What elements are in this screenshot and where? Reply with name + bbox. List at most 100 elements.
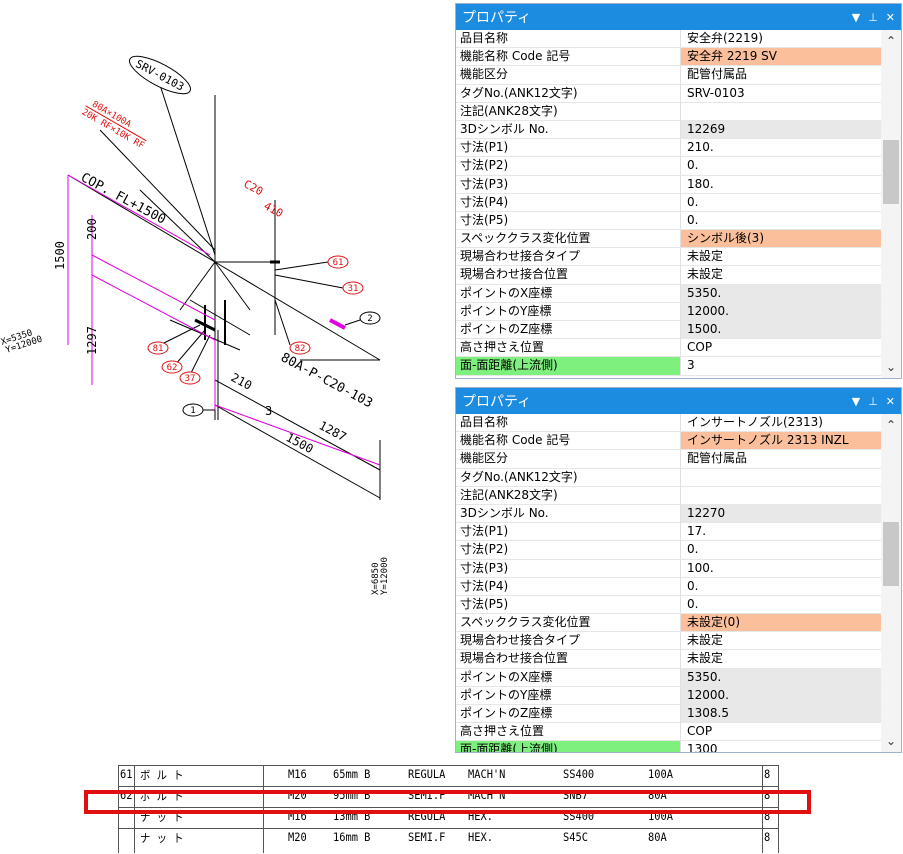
property-value[interactable]: 0. [687, 542, 699, 557]
property-name: 現場合わせ接合位置 [456, 650, 681, 668]
property-row[interactable]: 機能名称 Code 記号インサートノズル 2313 INZL [456, 432, 881, 451]
close-icon[interactable]: ✕ [885, 394, 895, 408]
property-row[interactable]: 注記(ANK28文字) [456, 102, 881, 121]
property-row[interactable]: タグNo.(ANK12文字) [456, 468, 881, 487]
property-value[interactable]: インサートノズル 2313 INZL [681, 432, 881, 450]
property-value[interactable] [681, 487, 881, 504]
property-value[interactable]: 0. [687, 194, 699, 209]
property-value[interactable]: 12270 [681, 504, 881, 523]
property-row[interactable]: 寸法(P3)100. [456, 559, 881, 578]
property-row[interactable]: スペッククラス変化位置シンボル後(3) [456, 230, 881, 249]
property-value[interactable]: 配管付属品 [687, 67, 748, 82]
property-value[interactable]: 180. [687, 176, 714, 191]
property-name: 機能区分 [456, 66, 681, 84]
property-value[interactable]: 12000. [681, 686, 881, 704]
scroll-up-icon[interactable]: ⌃ [885, 418, 897, 432]
property-row[interactable]: スペッククラス変化位置未設定(0) [456, 614, 881, 633]
property-value[interactable]: 12000. [681, 302, 881, 320]
scroll-up-icon[interactable]: ⌃ [885, 34, 897, 48]
property-row[interactable]: 寸法(P2)0. [456, 541, 881, 560]
table-cell: 8 [764, 788, 771, 802]
property-row[interactable]: 面-面距離(上流側)3 [456, 357, 881, 376]
property-value[interactable]: 安全弁 2219 SV [681, 48, 881, 66]
property-value[interactable] [681, 103, 881, 120]
property-value[interactable] [681, 469, 881, 486]
scrollbar[interactable]: ⌃ ⌄ [881, 30, 901, 378]
property-value[interactable]: 12269 [681, 120, 881, 139]
scroll-down-icon[interactable]: ⌄ [885, 360, 897, 374]
property-row[interactable]: 寸法(P3)180. [456, 175, 881, 194]
property-value[interactable]: 未設定 [687, 651, 724, 666]
property-row[interactable]: 品目名称インサートノズル(2313) [456, 414, 881, 433]
scrollbar[interactable]: ⌃ ⌄ [881, 414, 901, 752]
property-row[interactable]: 寸法(P4)0. [456, 193, 881, 212]
property-value[interactable]: シンボル後(3) [681, 230, 881, 248]
property-row[interactable]: 品目名称安全弁(2219) [456, 30, 881, 49]
scroll-down-icon[interactable]: ⌄ [885, 734, 897, 748]
scroll-thumb[interactable] [883, 522, 899, 586]
property-value[interactable]: 3 [687, 358, 695, 373]
property-value[interactable]: 210. [687, 140, 714, 155]
property-row[interactable]: 寸法(P1)17. [456, 523, 881, 542]
property-value[interactable]: 100. [687, 560, 714, 575]
property-row[interactable]: 寸法(P4)0. [456, 577, 881, 596]
tag-62-label: 62 [167, 363, 178, 373]
property-row[interactable]: 機能区分配管付属品 [456, 450, 881, 469]
pin-icon[interactable]: ⊥ [868, 10, 878, 24]
property-row[interactable]: 面-面距離(上流側)1300 [456, 741, 881, 752]
property-value[interactable]: 17. [687, 524, 707, 539]
property-value[interactable]: インサートノズル(2313) [687, 415, 823, 429]
property-value[interactable]: 1300 [687, 742, 718, 752]
property-value[interactable]: 未設定(0) [681, 614, 881, 632]
pin-icon[interactable]: ⊥ [868, 394, 878, 408]
property-row[interactable]: 寸法(P5)0. [456, 211, 881, 231]
property-value[interactable]: 1308.5 [681, 705, 881, 723]
property-value[interactable]: COP [687, 724, 713, 739]
property-value[interactable]: 配管付属品 [687, 451, 748, 466]
property-value[interactable]: 0. [687, 596, 699, 611]
property-value[interactable]: 未設定 [687, 249, 724, 264]
dropdown-icon[interactable]: ▼ [851, 394, 861, 408]
property-row[interactable]: 寸法(P1)210. [456, 139, 881, 158]
property-value[interactable]: 0. [687, 158, 699, 173]
scroll-thumb[interactable] [883, 140, 899, 204]
property-value[interactable]: 0. [687, 212, 699, 227]
property-row[interactable]: 現場合わせ接合位置未設定 [456, 266, 881, 285]
property-row[interactable]: 3Dシンボル No.12269 [456, 120, 881, 140]
property-row[interactable]: 注記(ANK28文字) [456, 486, 881, 505]
property-value[interactable]: 0. [687, 578, 699, 593]
dropdown-icon[interactable]: ▼ [851, 10, 861, 24]
point-2 [359, 311, 381, 325]
property-row[interactable]: タグNo.(ANK12文字)SRV-0103 [456, 84, 881, 103]
close-icon[interactable]: ✕ [885, 10, 895, 24]
property-value[interactable]: 未設定 [687, 267, 724, 282]
property-row[interactable]: 現場合わせ接合タイプ未設定 [456, 632, 881, 651]
property-value[interactable]: 1500. [681, 321, 881, 339]
panel-title: プロパティ [462, 394, 532, 410]
property-row[interactable]: 現場合わせ接合タイプ未設定 [456, 248, 881, 267]
property-value[interactable]: 5350. [681, 284, 881, 302]
property-value[interactable]: 未設定 [687, 633, 724, 648]
table-cell: REGULA [408, 767, 446, 781]
property-row[interactable]: 機能区分配管付属品 [456, 66, 881, 85]
property-value[interactable]: COP [687, 340, 713, 355]
property-row[interactable]: 寸法(P2)0. [456, 157, 881, 176]
property-name: 品目名称 [456, 414, 681, 432]
property-row[interactable]: 現場合わせ接合位置未設定 [456, 650, 881, 669]
property-row[interactable]: 寸法(P5)0. [456, 595, 881, 615]
property-value[interactable]: SRV-0103 [687, 85, 745, 100]
property-value[interactable]: 5350. [681, 668, 881, 686]
table-cell: 80A [648, 830, 667, 844]
property-row[interactable]: 機能名称 Code 記号安全弁 2219 SV [456, 48, 881, 67]
property-name: 機能区分 [456, 450, 681, 468]
property-value[interactable]: 安全弁(2219) [687, 31, 763, 45]
property-row[interactable]: 3Dシンボル No.12270 [456, 504, 881, 524]
